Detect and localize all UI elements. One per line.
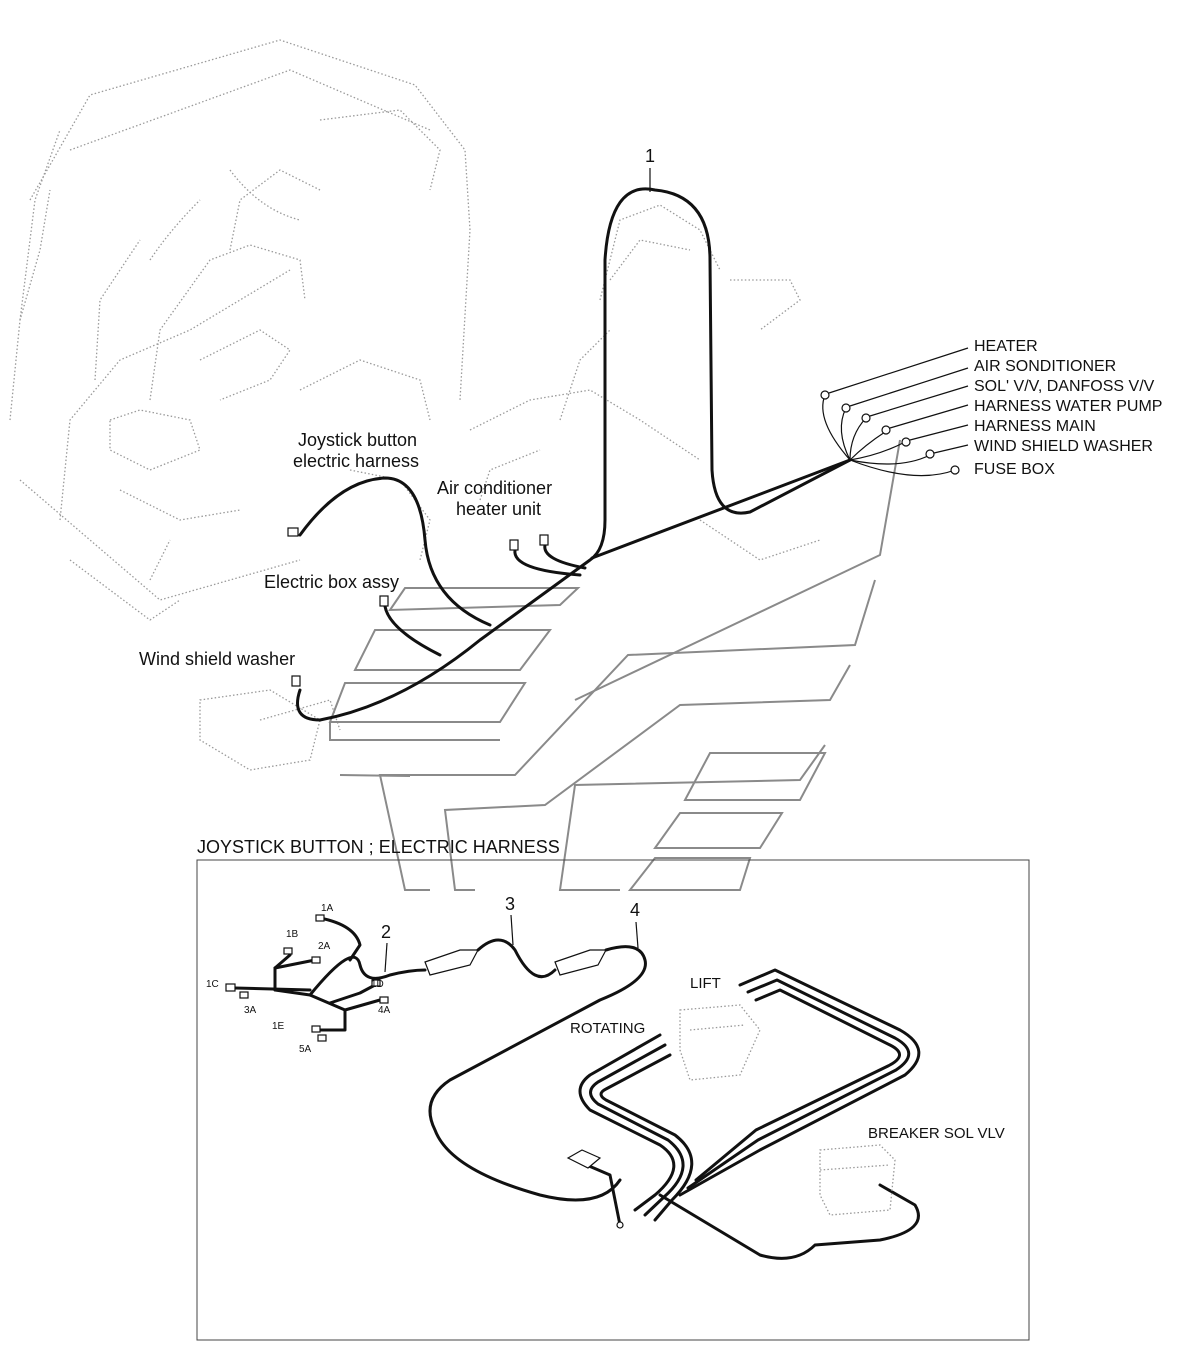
connector-4a: 4A [378, 1005, 391, 1016]
detail-title: JOYSTICK BUTTON ; ELECTRIC HARNESS [197, 837, 560, 857]
callout-2: 2 [381, 922, 391, 942]
callout-1: 1 [645, 146, 655, 166]
branch-label-wind-shield: WIND SHIELD WASHER [974, 438, 1153, 455]
callout-4: 4 [630, 900, 640, 920]
branch-label-sol-vv: SOL' V/V, DANFOSS V/V [974, 378, 1155, 395]
label-electric-box: Electric box assy [264, 572, 399, 592]
cab-outline [9, 39, 821, 771]
connector-1b: 1B [286, 929, 299, 940]
branch-labels: HEATER AIR SONDITIONER SOL' V/V, DANFOSS… [974, 338, 1162, 478]
connector-1c: 1C [206, 979, 219, 990]
connector-labels: 1A 1B 2A 1C 3A 1D 4A 1E 5A [206, 903, 391, 1055]
branch-label-heater: HEATER [974, 338, 1038, 355]
connector-3a: 3A [244, 1005, 257, 1016]
label-joystick-button: Joystick button [298, 430, 417, 450]
branch-label-air-sonditioner: AIR SONDITIONER [974, 358, 1116, 375]
detail-harness [225, 914, 647, 1202]
connector-2a: 2A [318, 941, 331, 952]
connector-5a: 5A [299, 1044, 312, 1055]
callout-3: 3 [505, 894, 515, 914]
label-wind-shield-washer: Wind shield washer [139, 649, 295, 669]
connector-1a: 1A [321, 903, 334, 914]
label-breaker: BREAKER SOL VLV [868, 1125, 1005, 1142]
branch-label-harness-main: HARNESS MAIN [974, 418, 1096, 435]
connector-1e: 1E [272, 1021, 285, 1032]
detail-loops [566, 968, 921, 1260]
branch-label-fuse-box: FUSE BOX [974, 461, 1055, 478]
main-harness [287, 187, 969, 722]
label-electric-harness: electric harness [293, 451, 419, 471]
label-air-conditioner: Air conditioner [437, 478, 552, 498]
floor-plates [328, 439, 901, 891]
connector-1d: 1D [371, 979, 384, 990]
label-lift: LIFT [690, 975, 721, 992]
detail-frame [196, 859, 1030, 1341]
label-heater-unit: heater unit [456, 499, 541, 519]
branch-label-water-pump: HARNESS WATER PUMP [974, 398, 1162, 415]
label-rotating: ROTATING [570, 1020, 645, 1037]
